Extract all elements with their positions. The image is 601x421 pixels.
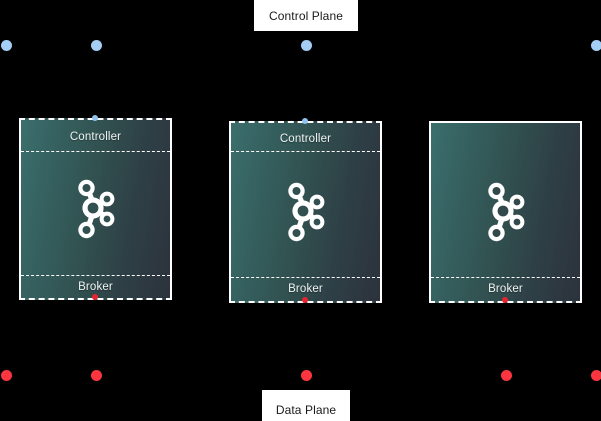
data-plane-dot-4[interactable] (501, 370, 512, 381)
node-3-broker-divider (431, 277, 580, 278)
node-1-broker-divider (21, 275, 170, 276)
data-plane-label: Data Plane (262, 390, 350, 421)
control-plane-label: Control Plane (254, 0, 358, 31)
data-plane-dot-3[interactable] (301, 370, 312, 381)
node-1-broker-label: Broker (78, 281, 113, 293)
node-1-control-connector[interactable] (92, 115, 98, 121)
node-card-3[interactable]: Broker (429, 121, 582, 303)
control-plane-dot-2[interactable] (91, 40, 102, 51)
kafka-logo (71, 178, 119, 240)
node-2-broker-divider (231, 277, 380, 278)
node-card-2[interactable]: Controller (229, 121, 382, 303)
node-3-broker-label: Broker (488, 283, 523, 295)
node-2-data-connector[interactable] (302, 297, 308, 303)
kafka-logo (281, 181, 329, 243)
control-plane-dot-3[interactable] (301, 40, 312, 51)
node-1-data-connector[interactable] (92, 294, 98, 300)
node-3-data-connector[interactable] (502, 297, 508, 303)
control-plane-dot-1[interactable] (1, 40, 12, 51)
node-card-1[interactable]: Controller (19, 118, 172, 300)
kafka-logo (481, 181, 529, 243)
node-2-controller-divider (231, 151, 380, 152)
node-2-control-connector[interactable] (302, 118, 308, 124)
node-1-controller-label: Controller (69, 131, 122, 143)
data-plane-dot-5[interactable] (591, 370, 601, 381)
node-2-controller-label: Controller (279, 133, 332, 145)
control-plane-dot-4[interactable] (591, 40, 601, 51)
data-plane-dot-2[interactable] (91, 370, 102, 381)
node-2-broker-label: Broker (288, 283, 323, 295)
node-1-controller-divider (21, 151, 170, 152)
data-plane-dot-1[interactable] (1, 370, 12, 381)
